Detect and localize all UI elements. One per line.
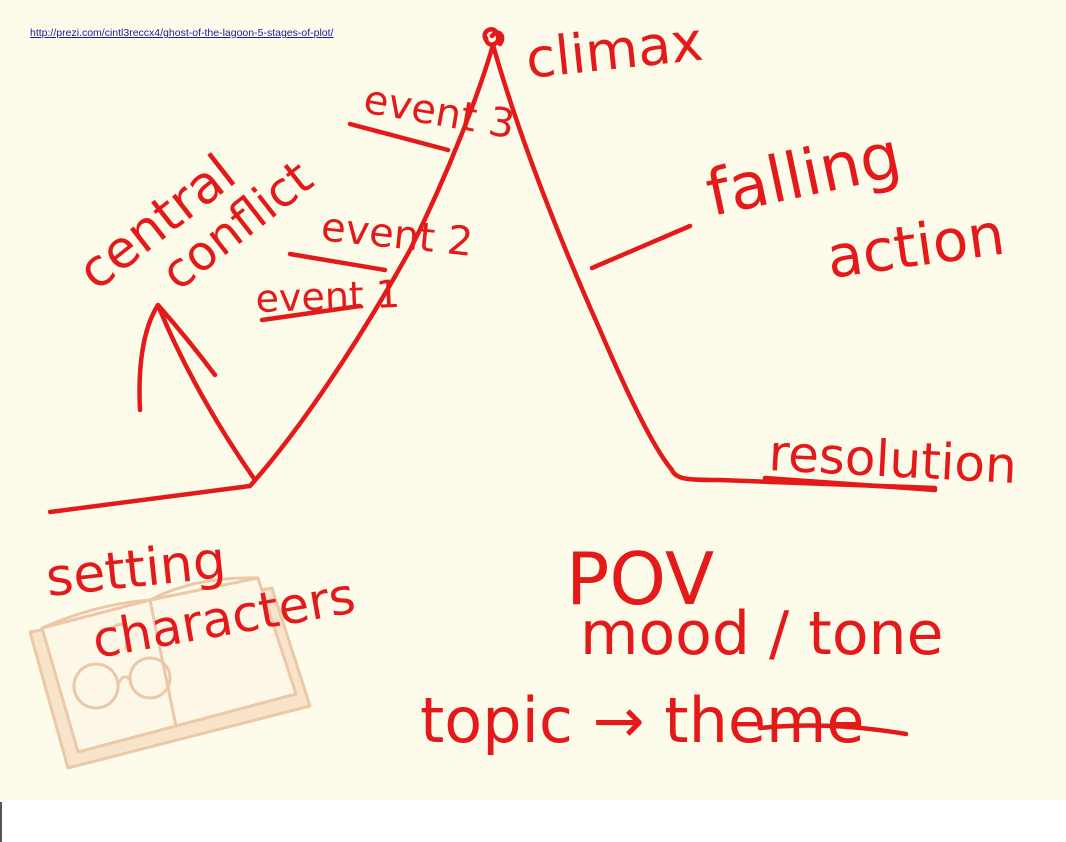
pov-label: POV (566, 537, 714, 621)
mood-tone-label: mood / tone (580, 599, 944, 669)
event-1-tick (259, 303, 363, 323)
event-2-label: event 2 (319, 204, 475, 266)
plot-diagram: climax event 3 event 2 event 1 central c… (43, 10, 1018, 757)
scrollbar-edge[interactable] (0, 802, 2, 842)
resolution-label: resolution (767, 424, 1018, 495)
book-illustration (28, 576, 312, 770)
theme-underline (757, 723, 909, 737)
plot-line (47, 42, 938, 515)
climax-marker (482, 27, 505, 47)
event-3-label: event 3 (360, 77, 518, 149)
falling-action-pointer (589, 223, 693, 271)
open-book-icon (28, 576, 312, 770)
falling-action-label-line2: action (822, 200, 1008, 292)
event-2-tick (287, 251, 388, 273)
resolution-underline (762, 475, 938, 493)
climax-label: climax (523, 10, 706, 91)
event-1-label: event 1 (255, 272, 401, 321)
central-conflict-arrow (137, 302, 258, 483)
falling-action-label-line1: falling (700, 118, 907, 231)
event-3-tick (347, 121, 451, 153)
slide-canvas: http://prezi.com/cintl3reccx4/ghost-of-t… (0, 0, 1066, 800)
topic-theme-label: topic → theme (420, 684, 865, 757)
source-link[interactable]: http://prezi.com/cintl3reccx4/ghost-of-t… (30, 27, 334, 39)
